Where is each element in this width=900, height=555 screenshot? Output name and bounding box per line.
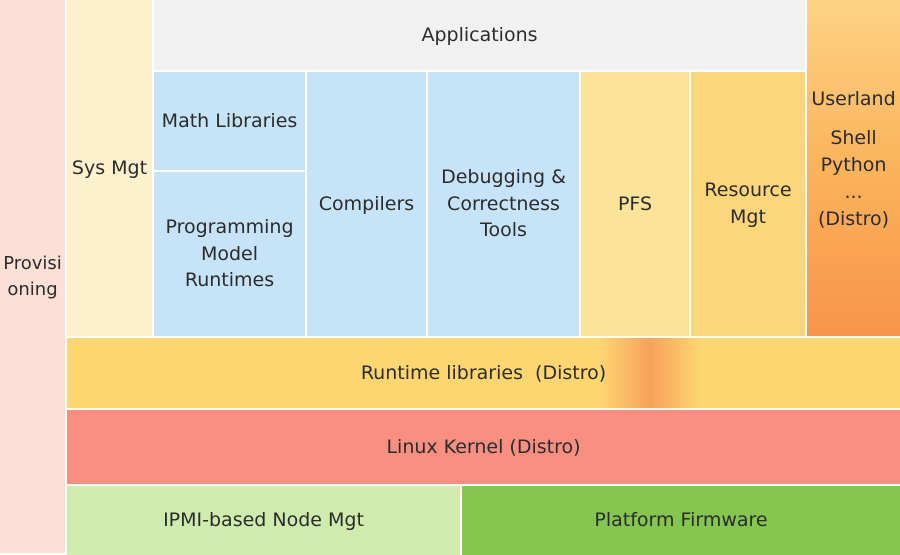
resource-mgt-label: Resource Mgt [704,179,792,228]
linux-kernel-label: Linux Kernel (Distro) [386,435,581,458]
provisioning-block: Provisi oning [0,0,67,555]
linux-kernel-block: Linux Kernel (Distro) [67,410,900,486]
userland-block: Userland Shell Python ... (Distro) [807,0,900,338]
math-libraries-block: Math Libraries [154,72,307,172]
compilers-block: Compilers [307,72,428,338]
resource-mgt-block: Resource Mgt [691,72,807,338]
runtime-libraries-label: Runtime libraries (Distro) [360,361,607,384]
compilers-label: Compilers [318,192,415,215]
ipmi-node-mgt-label: IPMI-based Node Mgt [163,509,364,532]
debugging-tools-block: Debugging & Correctness Tools [428,72,581,338]
userland-label: Userland [811,88,896,110]
provisioning-label: Provisi oning [3,252,62,300]
sys-mgt-block: Sys Mgt [67,0,154,338]
userland-items-label: Shell Python ... (Distro) [817,126,890,230]
programming-model-label: Programming Model Runtimes [165,215,294,292]
ipmi-node-mgt-block: IPMI-based Node Mgt [67,486,462,555]
platform-firmware-label: Platform Firmware [594,509,768,532]
math-libraries-label: Math Libraries [161,109,298,132]
pfs-block: PFS [581,72,691,338]
pfs-label: PFS [617,192,653,215]
runtime-libraries-block: Runtime libraries (Distro) [67,338,900,410]
debugging-tools-label: Debugging & Correctness Tools [441,165,566,242]
applications-label: Applications [421,23,538,46]
applications-block: Applications [154,0,807,72]
userland-spacer [811,113,895,125]
userland-content: Userland Shell Python ... (Distro) [811,86,895,233]
programming-model-block: Programming Model Runtimes [154,172,307,338]
platform-firmware-block: Platform Firmware [462,486,900,555]
sys-mgt-label: Sys Mgt [71,156,148,179]
